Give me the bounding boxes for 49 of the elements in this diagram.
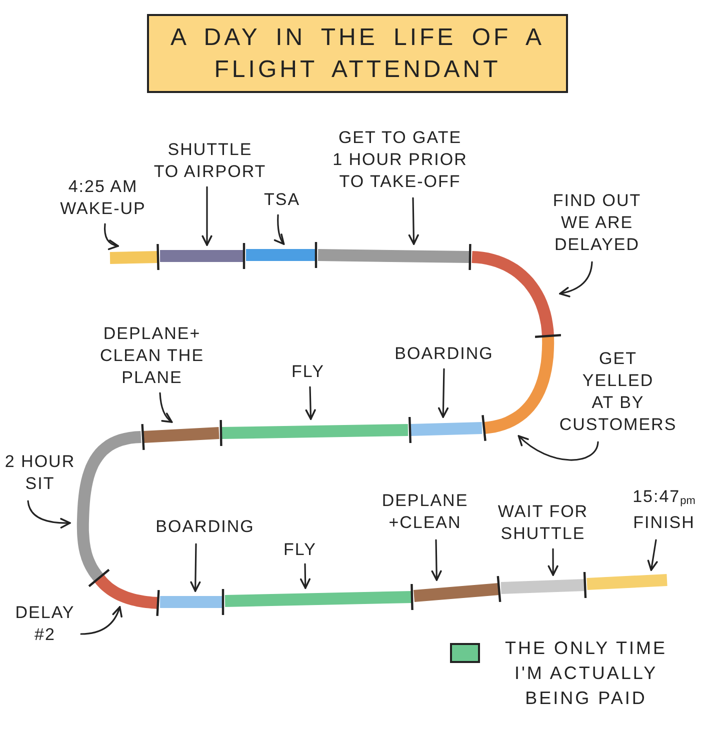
timeline-segment [142,427,220,443]
timeline-segment [220,424,408,439]
step-label: DEPLANE+ CLEAN THE PLANE [100,323,204,389]
timeline-segment [410,422,482,436]
arrow [300,563,311,589]
step-label: FIND OUT WE ARE DELAYED [552,190,642,256]
timeline-segment [224,591,412,607]
arrow [202,186,212,246]
timeline-segment [586,574,668,590]
step-label: GET TO GATE 1 HOUR PRIOR TO TAKE-OFF [332,127,468,193]
timeline-segment [160,250,244,262]
step-label: DEPLANE +CLEAN [382,490,468,534]
arrow [438,368,449,418]
arrow [274,214,285,245]
arrow [431,539,442,581]
timeline-segment [110,251,158,264]
timeline-segment [500,579,586,594]
arrow [305,386,316,420]
step-label: DELAY #2 [15,602,75,646]
arrow [408,197,419,245]
title-banner: A DAY IN THE LIFE OF A FLIGHT ATTENDANT [147,14,568,93]
timeline-segment [414,583,500,602]
legend-text: THE ONLY TIME I'M ACTUALLY BEING PAID [505,637,668,710]
arrow [548,548,558,576]
arrow [518,435,599,461]
step-label: WAIT FOR SHUTTLE [498,501,588,545]
timeline-segment [472,251,554,336]
step-label: FLY [292,361,324,383]
step-label: SHUTTLE TO AIRPORT [154,139,266,183]
timeline-segment [160,596,223,608]
arrow [27,500,71,528]
arrow [559,261,593,297]
timeline-segment [94,574,158,609]
arrow [159,392,173,423]
step-label: BOARDING [394,343,494,365]
step-label: BOARDING [156,516,254,538]
step-label: GET YELLED AT BY CUSTOMERS [559,348,677,436]
arrow [190,543,201,592]
step-label: 15:47$_{pm}$ FINISH [632,486,696,534]
timeline-segment [76,431,142,582]
step-label: TSA [264,189,300,211]
step-label: 4:25 AM WAKE-UP [60,176,146,220]
step-label: 2 HOUR SIT [4,451,76,495]
timeline-segment [318,249,470,263]
arrow [80,606,122,635]
timeline-segment [246,249,316,261]
arrow [647,539,658,571]
step-label: FLY [284,539,316,561]
arrow [104,223,119,250]
